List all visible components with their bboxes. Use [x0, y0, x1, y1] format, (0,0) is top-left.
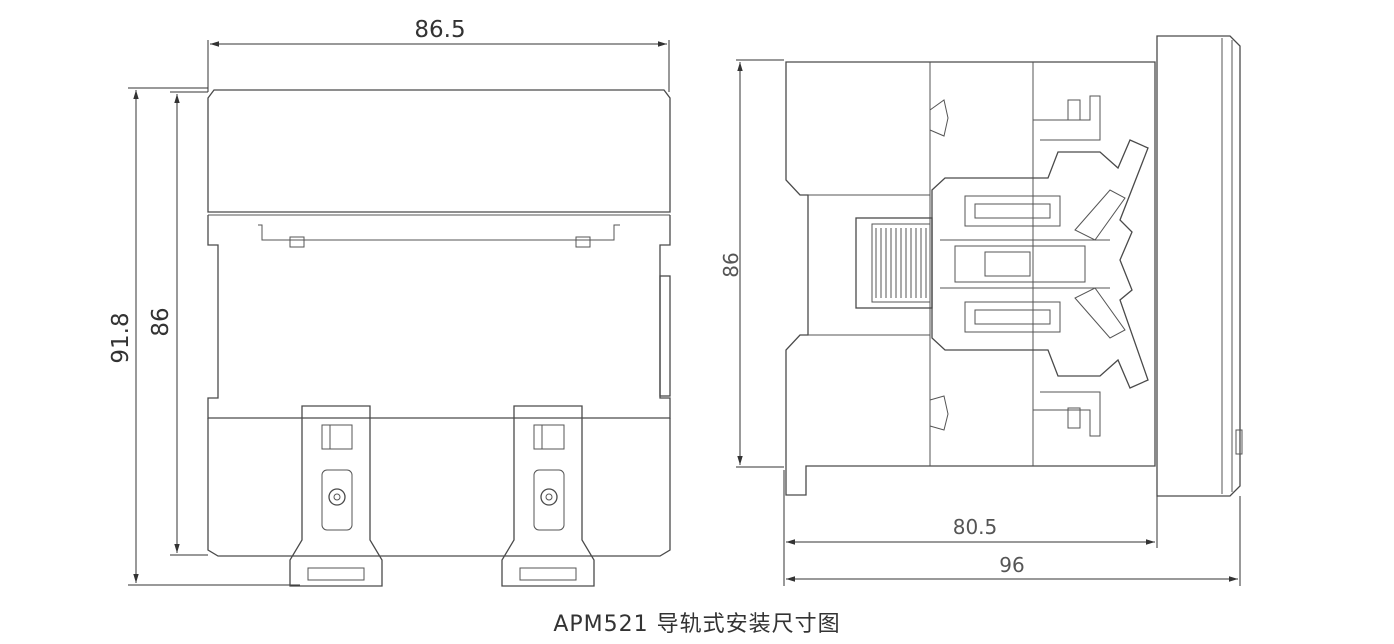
front-width-label: 86.5: [414, 17, 465, 43]
front-height-dimension: 86: [148, 91, 208, 556]
din-clip-right: [501, 405, 595, 587]
connector-grid: [871, 223, 931, 303]
side-view: 86 80.5 96: [719, 35, 1243, 586]
side-body: [785, 61, 1156, 496]
side-bezel: [1156, 35, 1243, 497]
side-depth-label: 80.5: [953, 515, 998, 539]
front-overall-height-label: 91.8: [108, 312, 134, 363]
front-overall-height-dimension: 91.8: [108, 87, 300, 586]
din-clip-left: [289, 405, 383, 587]
side-overall-depth-label: 96: [999, 553, 1024, 577]
front-view: 86.5 91.8 86: [108, 17, 671, 587]
front-body: [207, 89, 671, 557]
front-width-dimension: 86.5: [207, 17, 670, 92]
drawing-caption: APM521 导轨式安装尺寸图: [553, 612, 841, 637]
side-height-dimension: 86: [719, 59, 784, 468]
side-height-label: 86: [719, 252, 743, 277]
terminal-connector: [855, 139, 1149, 389]
front-height-label: 86: [148, 307, 174, 336]
side-depth-dimension: 80.5 96: [783, 470, 1241, 586]
